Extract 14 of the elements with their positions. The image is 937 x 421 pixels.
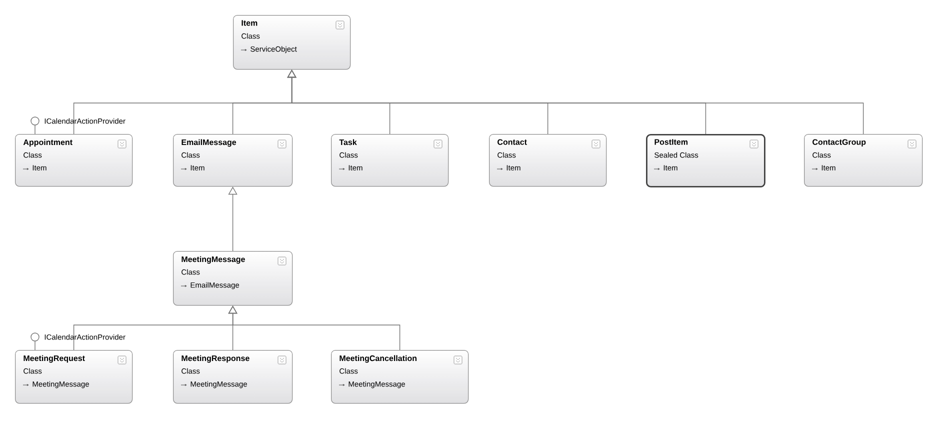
class-name: PostItem	[654, 139, 688, 145]
class-name: Appointment	[23, 139, 72, 147]
class-name: MeetingResponse	[182, 355, 250, 363]
class-name: Contact	[498, 139, 527, 145]
class-name: ContactGroup	[812, 139, 866, 146]
inheritance-arrow	[287, 70, 864, 134]
class-name: EmailMessage	[182, 139, 236, 147]
class-name: MeetingCancellation	[340, 355, 416, 363]
class-name: Task	[339, 139, 357, 146]
inheritance-arrow	[228, 186, 238, 252]
class-name: Item	[242, 20, 258, 26]
class-name: MeetingMessage	[182, 256, 245, 264]
class-name: MeetingRequest	[24, 355, 85, 363]
inheritance-arrow	[228, 306, 400, 350]
